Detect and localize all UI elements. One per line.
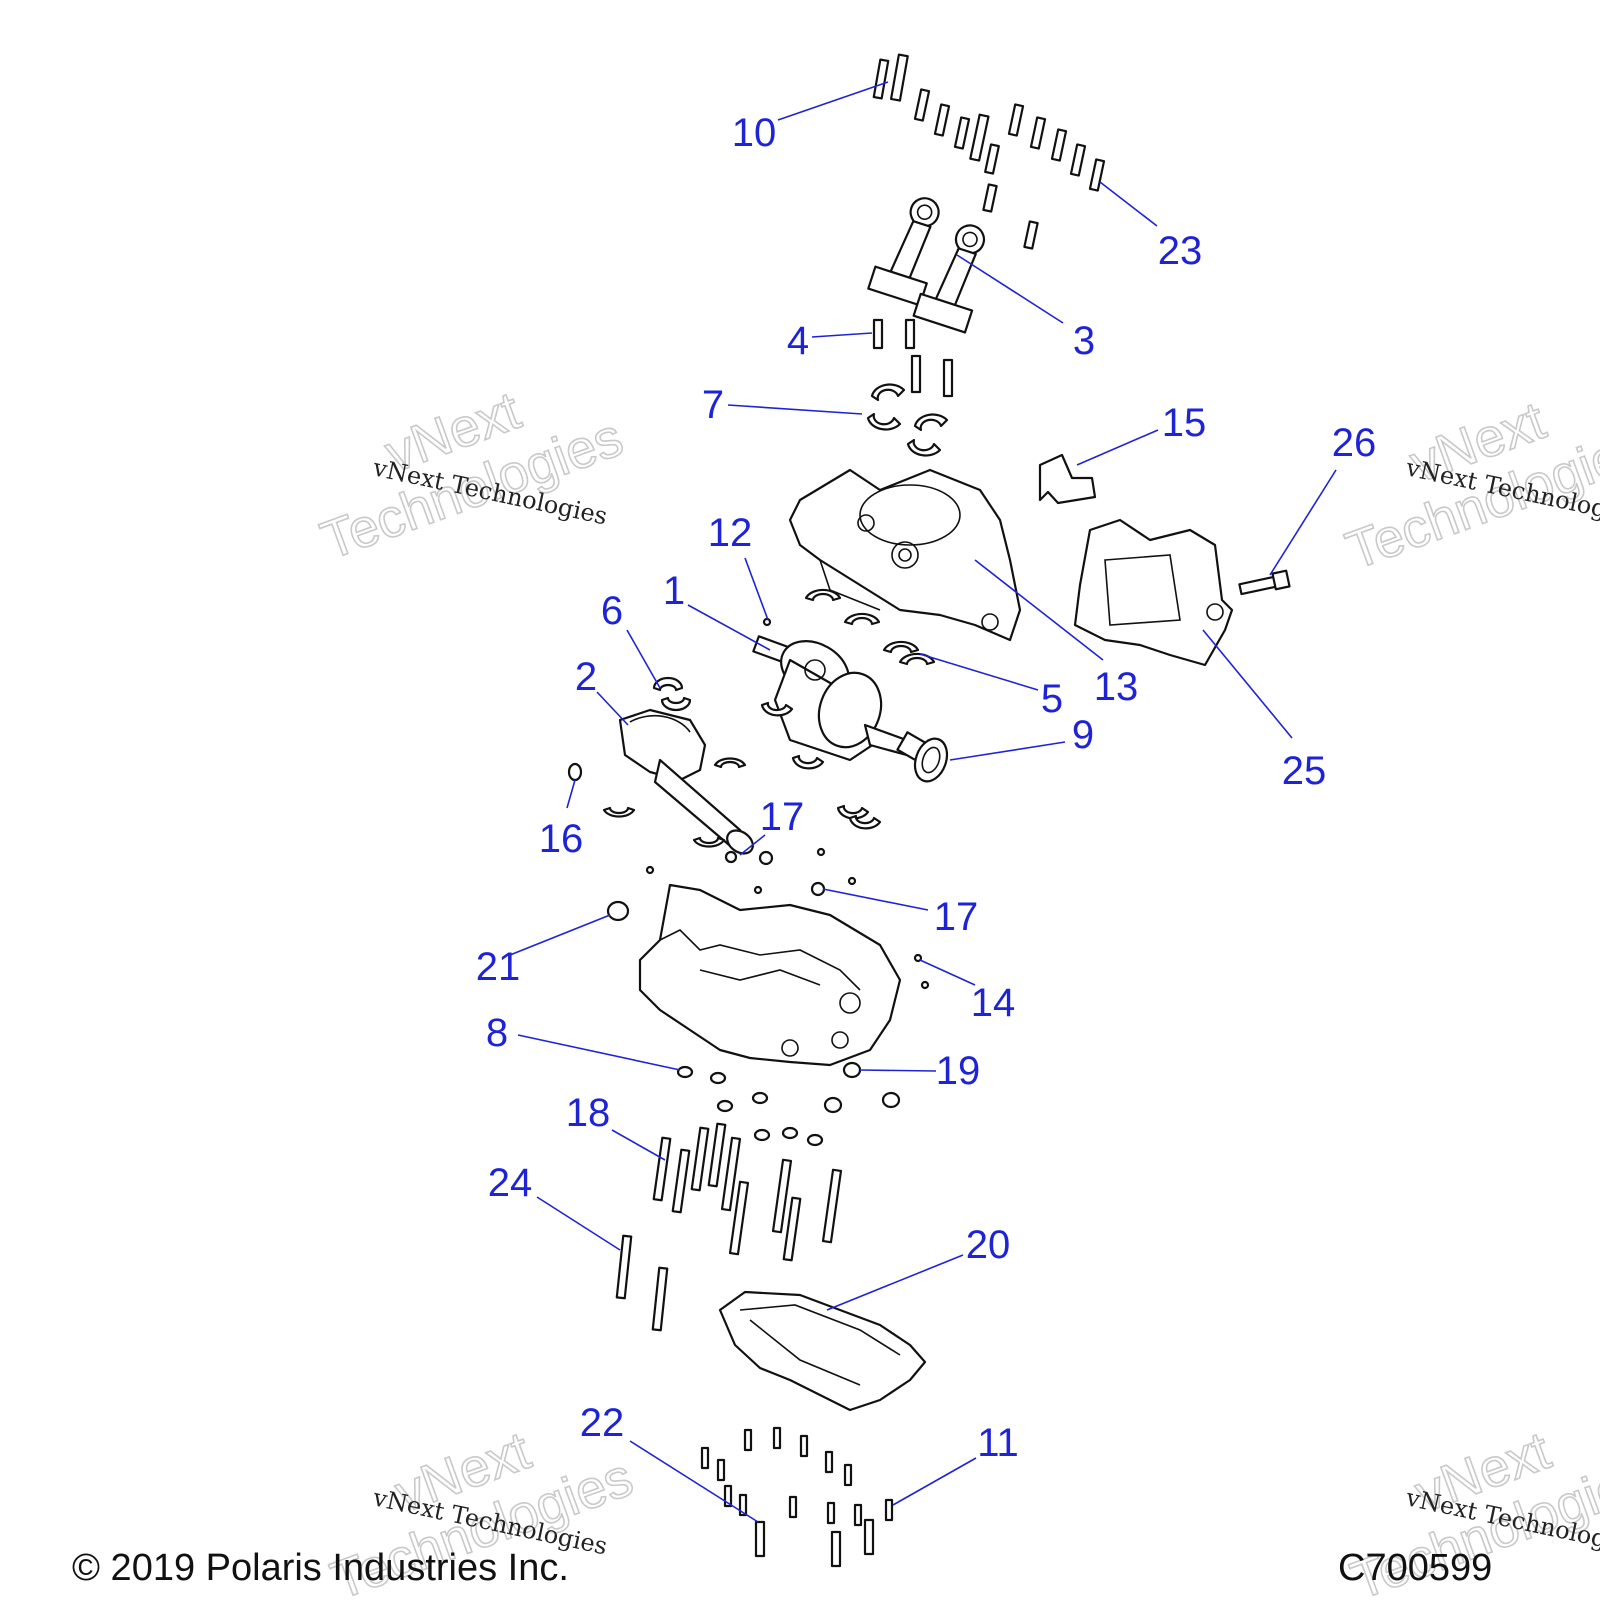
upper-bolts xyxy=(872,53,1106,250)
bolt xyxy=(910,354,922,394)
dowels xyxy=(567,617,930,990)
washers xyxy=(676,1061,901,1147)
rod-bearings xyxy=(866,383,949,457)
callout-21: 21 xyxy=(476,945,521,989)
watermark-top-right: vNext Technologies vNext Technologies xyxy=(1338,390,1600,582)
callout-4: 4 xyxy=(787,319,809,363)
callout-5: 5 xyxy=(1041,677,1063,721)
bolt xyxy=(1050,128,1068,162)
oil-seal xyxy=(913,737,949,783)
bolt xyxy=(889,53,909,102)
callout-9: 9 xyxy=(1072,713,1094,757)
bolt xyxy=(872,318,884,350)
watermark-top-left: vNext Technologies vNext Technologies xyxy=(313,380,631,572)
bolt xyxy=(984,143,1000,175)
rod-cap xyxy=(912,292,974,334)
callout-14: 14 xyxy=(971,981,1016,1025)
rod-bolts xyxy=(872,318,954,398)
cover-bolt xyxy=(1238,569,1291,596)
callout-24: 24 xyxy=(488,1161,533,1205)
bolt xyxy=(933,103,951,137)
callout-23: 23 xyxy=(1158,229,1203,273)
callout-25: 25 xyxy=(1282,749,1327,793)
callout-20: 20 xyxy=(966,1223,1011,1267)
rod-beam xyxy=(934,247,977,307)
bolt xyxy=(1088,158,1106,192)
figure-code: C700599 xyxy=(1338,1547,1492,1589)
balance-shaft xyxy=(618,708,754,855)
crankcase-cover xyxy=(1073,518,1234,667)
oil-pan xyxy=(718,1290,927,1412)
callout-1: 1 xyxy=(663,569,685,613)
bolt xyxy=(942,358,954,398)
bolt xyxy=(1007,103,1025,137)
copyright-notice: © 2019 Polaris Industries Inc. xyxy=(72,1547,569,1589)
bolt xyxy=(982,183,998,213)
callout-10: 10 xyxy=(732,111,777,155)
callout-3: 3 xyxy=(1073,319,1095,363)
plug xyxy=(606,900,630,922)
callout-22: 22 xyxy=(580,1401,625,1445)
balance-weight xyxy=(1038,453,1097,505)
callout-labels: 10 23 3 4 7 15 26 12 1 6 2 5 13 9 25 16 … xyxy=(476,111,1377,1465)
crankshaft xyxy=(752,635,940,769)
callout-18: 18 xyxy=(566,1091,611,1135)
bolt xyxy=(953,116,971,150)
callout-6: 6 xyxy=(601,589,623,633)
bolt xyxy=(1029,116,1047,150)
bolt xyxy=(969,113,990,162)
bolt xyxy=(904,318,916,350)
rod-beam xyxy=(889,220,932,279)
callout-2: 2 xyxy=(575,655,597,699)
callout-17a: 17 xyxy=(760,795,805,839)
lower-crankcase xyxy=(638,883,902,1067)
upper-crankcase xyxy=(788,468,1022,642)
pan-bolts xyxy=(700,1426,894,1568)
balance-bearings xyxy=(602,676,747,848)
callout-8: 8 xyxy=(486,1011,508,1055)
bolt xyxy=(1069,143,1087,177)
connecting-rods xyxy=(867,197,986,334)
callout-17b: 17 xyxy=(934,895,979,939)
callout-26: 26 xyxy=(1332,421,1377,465)
callout-13: 13 xyxy=(1094,665,1139,709)
bolt xyxy=(913,88,931,122)
callout-7: 7 xyxy=(702,383,724,427)
callout-11: 11 xyxy=(977,1421,1019,1465)
leader-lines xyxy=(509,81,1337,1523)
bolt xyxy=(872,58,890,100)
callout-12: 12 xyxy=(708,511,753,555)
callout-16: 16 xyxy=(539,817,584,861)
callout-15: 15 xyxy=(1162,401,1207,445)
callout-19: 19 xyxy=(936,1049,981,1093)
long-bolts xyxy=(615,1122,843,1332)
bolt xyxy=(1023,220,1039,250)
